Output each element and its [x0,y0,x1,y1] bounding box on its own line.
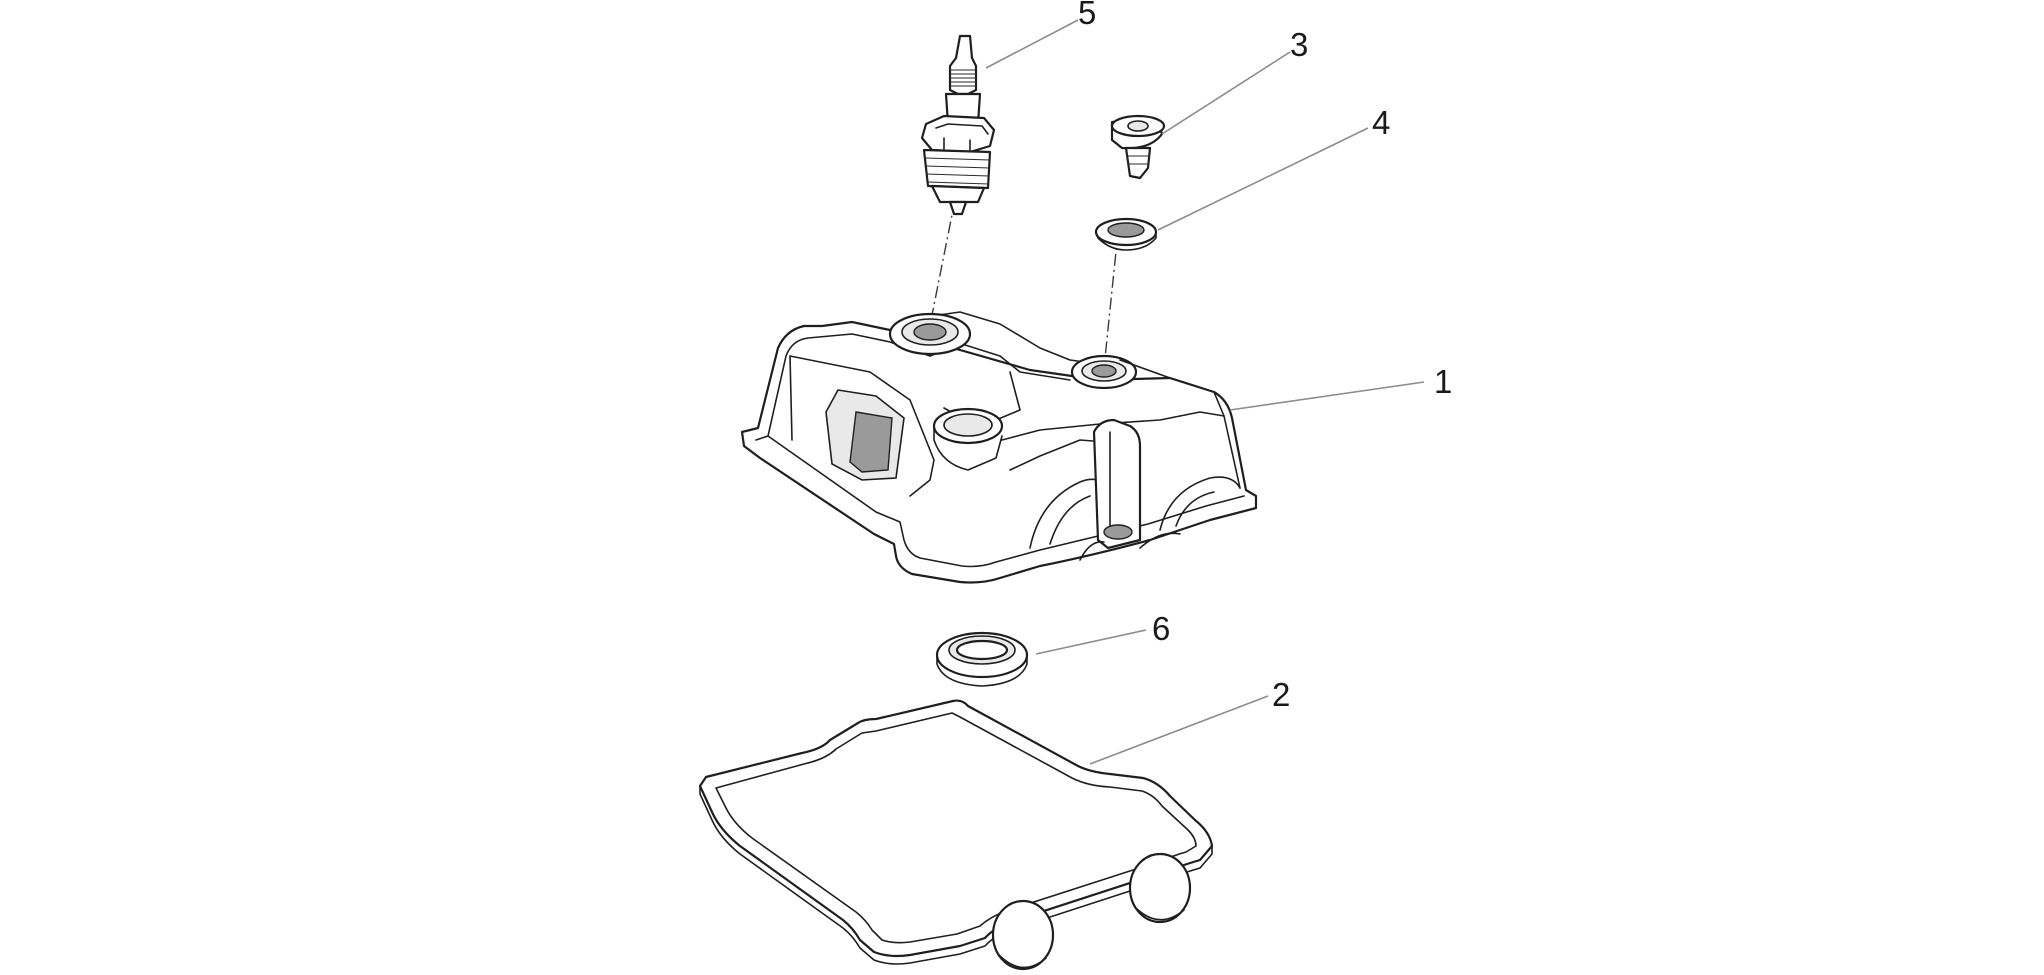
callout-1: 1 [1434,363,1452,400]
part-6-seal-ring [935,631,1029,687]
callout-3: 3 [1290,26,1308,63]
callout-6: 6 [1152,610,1170,647]
callout-4: 4 [1372,104,1390,141]
leader-1 [1229,381,1425,411]
part-5-spark-plug [920,34,996,216]
leader-3 [1161,51,1291,135]
spark-plug-axis-line [929,199,956,326]
leader-4 [1157,127,1369,231]
callout-2: 2 [1272,676,1290,713]
leader-5 [985,19,1079,69]
part-2-gasket [698,699,1214,971]
callout-5: 5 [1078,0,1096,31]
leader-2 [1089,695,1269,765]
part-4-washer [1094,217,1158,251]
leader-6 [1035,629,1147,655]
screw-axis-line [1103,231,1119,369]
part-1-head-cover [740,311,1258,584]
part-3-screw [1110,114,1166,180]
